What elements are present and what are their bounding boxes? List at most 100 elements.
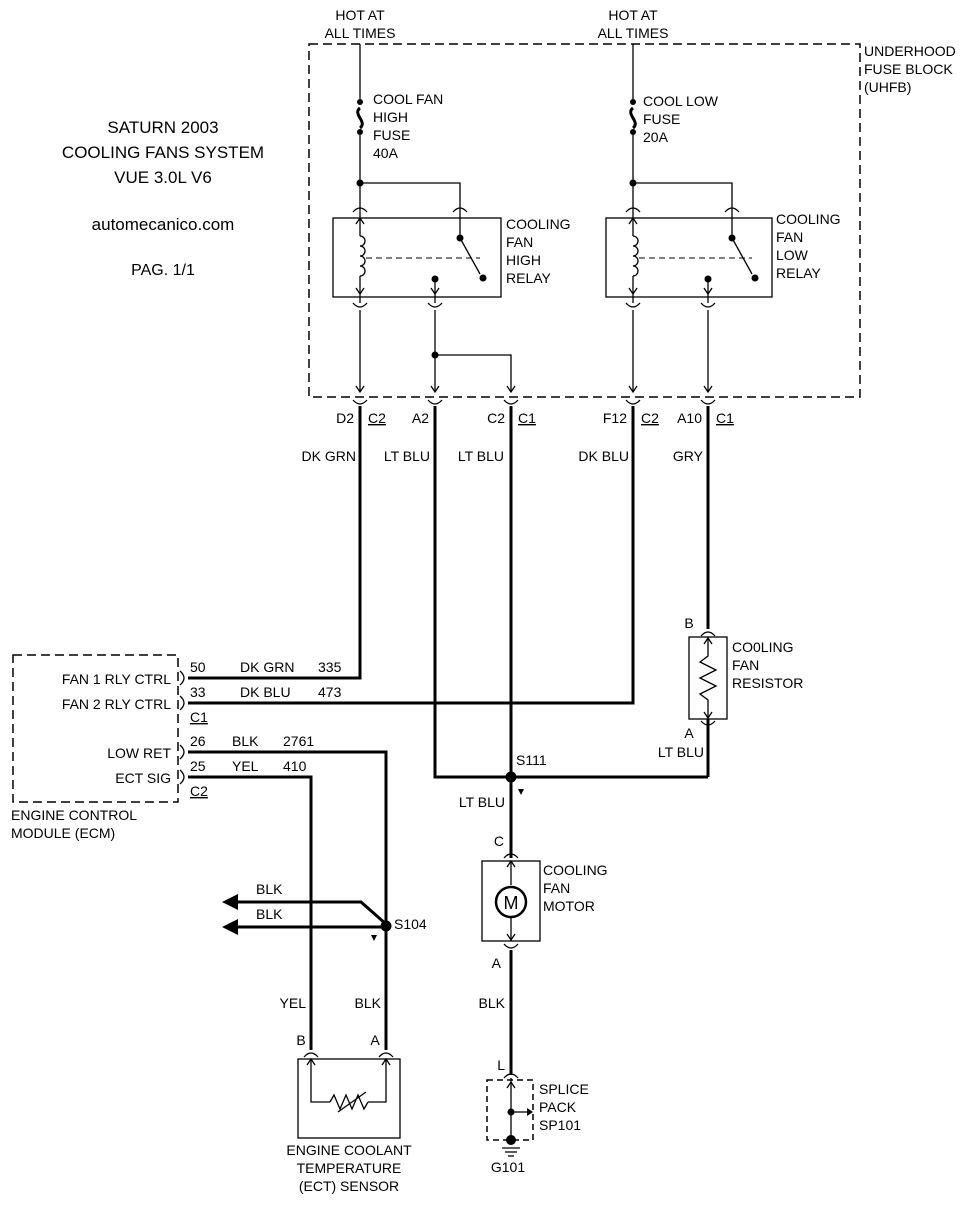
relay-low-switch-blade (731, 237, 753, 275)
relay-high-label-line1: COOLING (506, 216, 571, 232)
fuse-low-terminal-top (630, 99, 636, 105)
relay-high-pin-coil-out (352, 302, 368, 308)
uhfb-a10-pin (700, 399, 716, 405)
uhfb-a2-pin (427, 399, 443, 405)
wire-blk-s104-upper (236, 900, 387, 926)
relay-low-label-line3: LOW (776, 247, 809, 263)
s104-upper-wire-color: BLK (256, 881, 283, 897)
s104-upper-arrowhead (222, 894, 238, 910)
wire-yel-410 (188, 775, 313, 1050)
ecm-pin-33-color: DK BLU (240, 684, 291, 700)
uhfb-pin-c2-connector: C1 (518, 410, 536, 426)
relay-low-pin-coil-out (625, 302, 641, 308)
ect-arrow-right (381, 1057, 391, 1066)
uhfb-label-line2: FUSE BLOCK (864, 61, 953, 77)
relay-high-arrow-out (355, 287, 365, 296)
motor-ground-wire-color: BLK (479, 995, 506, 1011)
relay-low-arrow-out (628, 287, 638, 296)
splice-s111-wire-color: LT BLU (459, 794, 505, 810)
fuse-high-label-line2: HIGH (373, 109, 408, 125)
relay-low-coil (632, 235, 639, 277)
website-label: automecanico.com (92, 215, 235, 234)
uhfb-f12-arrow (628, 385, 638, 394)
ecm-pin-50-circuit: 335 (318, 659, 342, 675)
ecm-pin-25 (179, 769, 185, 785)
uhfb-label-line3: (UHFB) (864, 79, 911, 95)
ect-pin-b-label: B (296, 1032, 305, 1048)
s104-lower-arrowhead (222, 919, 238, 935)
ecm-pin-25-number: 25 (190, 758, 206, 774)
motor-symbol-letter: M (504, 893, 519, 913)
motor-label-line2: FAN (543, 880, 570, 896)
ecm-fan2-relay-control: FAN 2 RLY CTRL (62, 696, 171, 712)
wire-blk-2761 (188, 750, 388, 1050)
wire-color-dk-grn: DK GRN (302, 448, 356, 464)
ecm-pin-26-number: 26 (190, 733, 206, 749)
relay-low-output-arrow (703, 287, 713, 296)
wire-dk-grn-335 (188, 406, 362, 680)
ect-internal-lead-right (368, 1059, 387, 1103)
relay-low-contact-no (704, 275, 712, 283)
resistor-label-line3: RESISTOR (732, 675, 803, 691)
uhfb-pin-d2-label: D2 (336, 410, 354, 426)
splice-pack-outline (486, 1079, 534, 1141)
resistor-pin-a-label: A (684, 725, 694, 741)
motor-arrow-top (506, 859, 516, 868)
relay-high-contact-nc (479, 274, 487, 282)
wire-color-dk-blu: DK BLU (578, 448, 629, 464)
ecm-ect-signal: ECT SIG (115, 770, 171, 786)
power-right-line2: ALL TIMES (598, 25, 669, 41)
relay-low-label-line4: RELAY (776, 265, 822, 281)
splice-pack-pin-l-label: L (497, 1057, 505, 1073)
relay-high-contact-no (431, 275, 439, 283)
ecm-pin-50-color: DK GRN (240, 659, 294, 675)
uhfb-pin-c2-label: C2 (487, 410, 505, 426)
diagram-title-make-year: SATURN 2003 (107, 118, 218, 137)
ecm-low-reference: LOW RET (107, 745, 171, 761)
uhfb-c2-arrow (506, 385, 516, 394)
splice-pack-label-line3: SP101 (539, 1117, 581, 1133)
ect-label-line1: ENGINE COOLANT (286, 1142, 412, 1158)
fuse-low-label-line3: 20A (643, 129, 669, 145)
fuse-high-symbol (356, 106, 364, 130)
motor-label-line3: MOTOR (543, 898, 595, 914)
uhfb-pin-d2-connector: C2 (368, 410, 386, 426)
ect-thermistor-variable (337, 1091, 367, 1113)
ect-label-line2: TEMPERATURE (297, 1160, 402, 1176)
ecm-name-line1: ENGINE CONTROL (11, 807, 137, 823)
fuse-high-label-line1: COOL FAN (373, 91, 443, 107)
s104-lower-wire-color: BLK (256, 906, 283, 922)
splice-pack-arrow (506, 1080, 516, 1089)
power-right-line1: HOT AT (608, 7, 658, 23)
fuse-high-terminal-top (357, 99, 363, 105)
relay-high-switch-blade (459, 237, 481, 275)
wire-dk-blu-473 (188, 406, 635, 705)
relay-low-label-line1: COOLING (776, 211, 841, 227)
power-left-line2: ALL TIMES (325, 25, 396, 41)
resistor-pin-a (700, 720, 716, 726)
splice-pack-pin-l (503, 1073, 519, 1079)
ecm-pin-26-color: BLK (232, 733, 259, 749)
ecm-pin-33 (179, 695, 185, 711)
motor-pin-a-label: A (492, 955, 502, 971)
ect-pin-a (378, 1052, 394, 1058)
uhfb-c2-pin (503, 399, 519, 405)
relay-high-label-line4: RELAY (506, 270, 552, 286)
relay-high-arrow-in (355, 216, 365, 225)
resistor-label-line2: FAN (732, 657, 759, 673)
ground-g101-label: G101 (491, 1159, 525, 1175)
ecm-pin-33-number: 33 (190, 684, 206, 700)
resistor-pin-b-label: B (684, 615, 693, 631)
fuse-low-terminal-bottom (630, 129, 636, 135)
motor-label-line1: COOLING (543, 862, 608, 878)
uhfb-pin-a10-label: A10 (677, 410, 702, 426)
uhfb-label-line1: UNDERHOOD (864, 43, 956, 59)
wire-color-gry: GRY (673, 448, 704, 464)
ect-thermistor (329, 1093, 369, 1111)
relay-high-label-line2: FAN (506, 234, 533, 250)
ecm-fan1-relay-control: FAN 1 RLY CTRL (62, 671, 171, 687)
fuse-high-label-line3: FUSE (373, 127, 410, 143)
fuse-low-label-line2: FUSE (643, 111, 680, 127)
ect-yel-wire-color: YEL (280, 995, 307, 1011)
